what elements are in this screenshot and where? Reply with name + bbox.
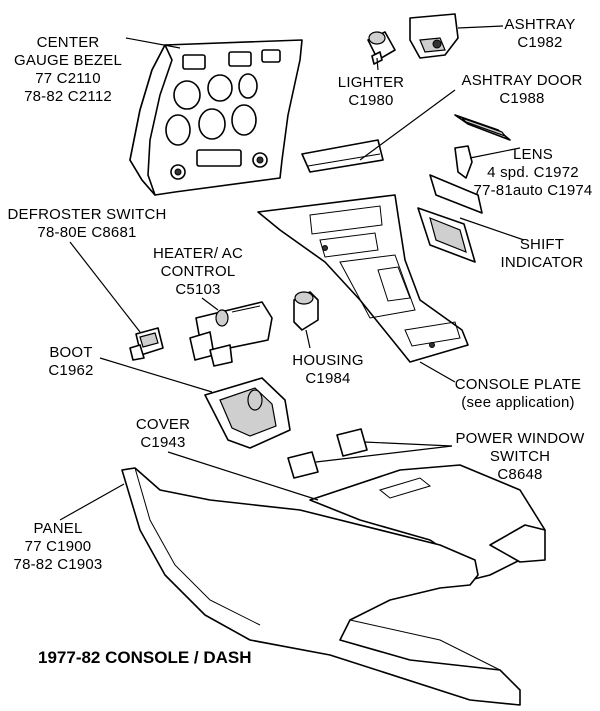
defroster-switch-part (129, 327, 164, 361)
label-line: C5103 (175, 281, 221, 298)
heater-ac-control-part (189, 301, 273, 367)
label-line: 4 spd. C1972 (487, 164, 579, 181)
label-line: ASHTRAY (504, 16, 576, 33)
label-line: BOOT (49, 344, 93, 361)
label-line: (see application) (461, 394, 575, 411)
label-line: CENTER (36, 34, 100, 51)
lighter-part (367, 31, 396, 65)
label-line: 77-81auto C1974 (473, 182, 593, 199)
label-line: CONSOLE PLATE (454, 376, 582, 393)
label-line: SHIFT (519, 236, 565, 253)
label-line: C8648 (497, 466, 543, 483)
label-line: C1982 (517, 34, 563, 51)
label-line: C1943 (140, 434, 186, 451)
label-line: HOUSING (292, 352, 364, 369)
label-defroster-switch: DEFROSTER SWITCH 78-80E C8681 (2, 206, 172, 242)
housing-part (293, 291, 319, 331)
boot-part (204, 377, 291, 449)
power-window-switch-part (287, 428, 368, 479)
panel-part (121, 467, 521, 706)
label-line: HEATER/ AC (152, 245, 244, 262)
label-line: C1984 (305, 370, 351, 387)
label-heater-ac-control: HEATER/ AC CONTROL C5103 (148, 245, 248, 299)
lens-part (454, 114, 511, 141)
center-gauge-bezel-part (129, 39, 303, 196)
shift-indicator-part (417, 145, 483, 263)
label-housing: HOUSING C1984 (286, 352, 370, 388)
label-boot: BOOT C1962 (36, 344, 106, 380)
label-line: C1988 (499, 90, 545, 107)
label-ashtray: ASHTRAY C1982 (500, 16, 580, 52)
label-line: COVER (135, 416, 191, 433)
label-line: 78-80E C8681 (37, 224, 137, 241)
cover-part (309, 464, 546, 581)
label-console-plate: CONSOLE PLATE (see application) (448, 376, 588, 412)
label-cover: COVER C1943 (128, 416, 198, 452)
label-lens: LENS 4 spd. C1972 77-81auto C1974 (470, 146, 596, 200)
label-line: 77 C1900 (24, 538, 92, 555)
label-line: PANEL (33, 520, 83, 537)
label-line: 77 C2110 (35, 70, 101, 87)
console-plate-part (257, 194, 469, 363)
label-lighter: LIGHTER C1980 (326, 74, 416, 110)
leader-lines (59, 25, 525, 521)
label-line: 78-82 C2112 (24, 88, 112, 105)
label-line: C1962 (48, 362, 94, 379)
label-shift-indicator: SHIFT INDICATOR (492, 236, 592, 272)
label-line: POWER WINDOW (455, 430, 585, 447)
diagram-title: 1977-82 CONSOLE / DASH (38, 648, 252, 667)
label-line: LIGHTER (337, 74, 405, 91)
label-panel: PANEL 77 C1900 78-82 C1903 (4, 520, 112, 574)
label-power-window-switch: POWER WINDOW SWITCH C8648 (448, 430, 592, 484)
label-line: 78-82 C1903 (13, 556, 103, 573)
ashtray-part (409, 13, 459, 59)
label-line: INDICATOR (500, 254, 584, 271)
label-line: ASHTRAY DOOR (461, 72, 583, 89)
ashtray-door-part (301, 139, 384, 173)
label-line: CONTROL (160, 263, 236, 280)
label-line: GAUGE BEZEL (13, 52, 123, 69)
label-line: DEFROSTER SWITCH (7, 206, 167, 223)
label-line: SWITCH (489, 448, 551, 465)
label-center-gauge-bezel: CENTER GAUGE BEZEL 77 C2110 78-82 C2112 (4, 34, 132, 106)
label-line: LENS (513, 146, 553, 163)
label-ashtray-door: ASHTRAY DOOR C1988 (452, 72, 592, 108)
label-line: C1980 (348, 92, 394, 109)
